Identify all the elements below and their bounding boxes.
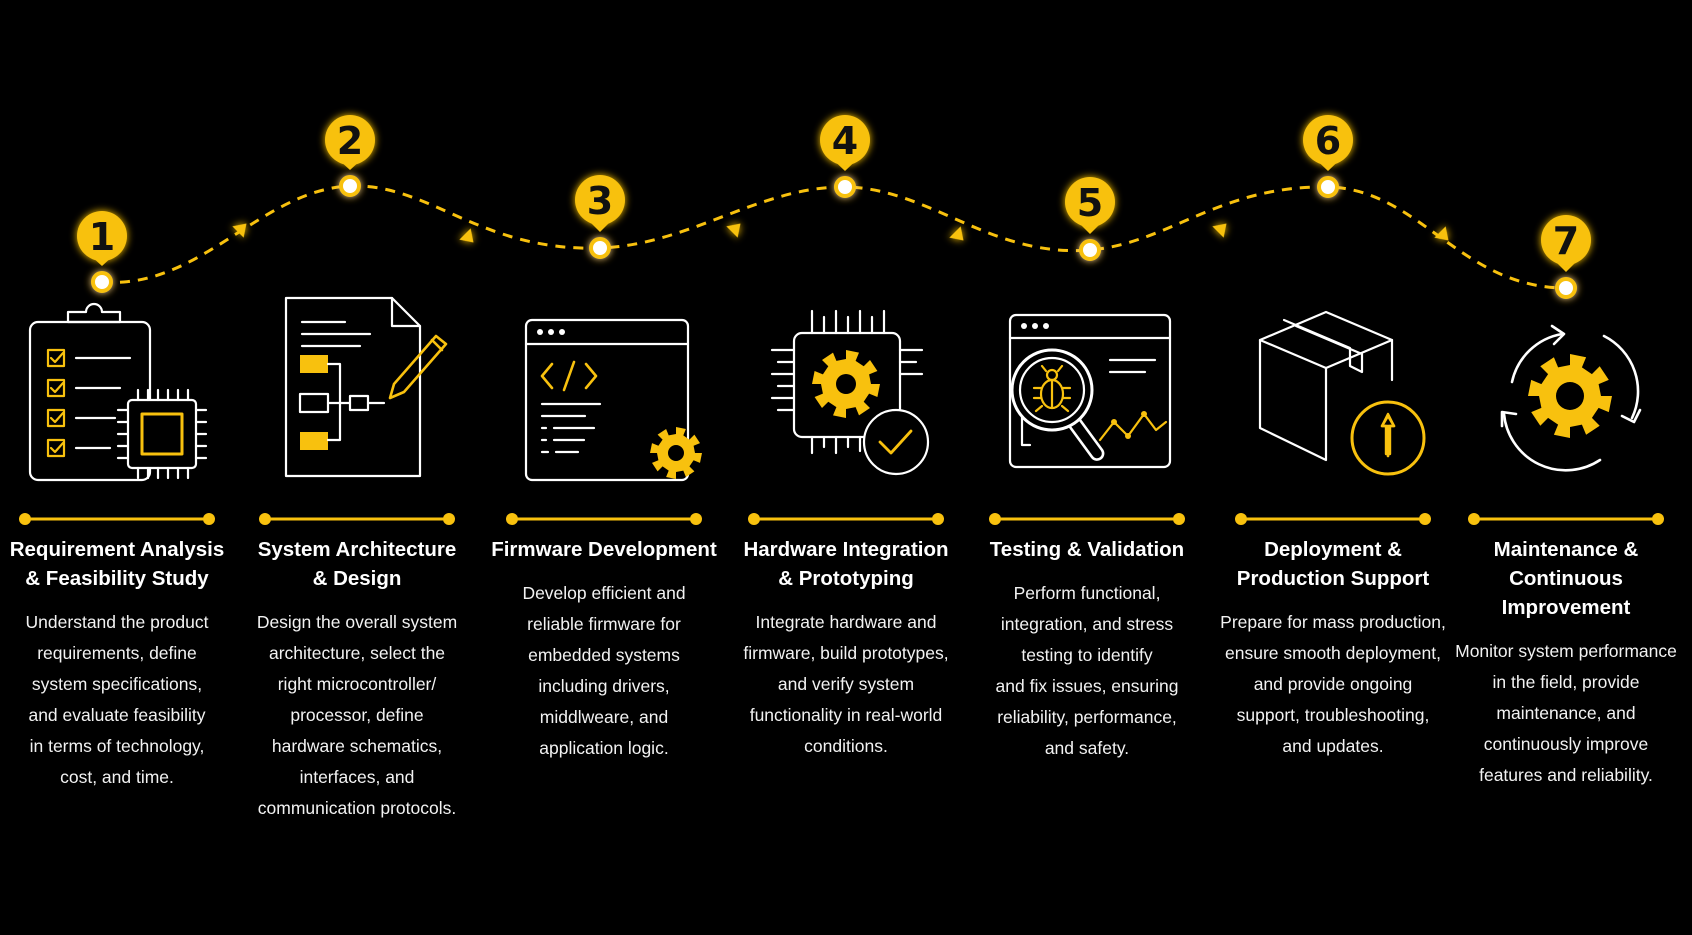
step-pin-2: 2 — [325, 115, 375, 197]
step-1-column: Requirement Analysis & Feasibility Study… — [2, 535, 232, 793]
pin-head — [820, 115, 870, 165]
cycle-gear-icon — [1500, 324, 1642, 472]
step-pin-1: 1 — [77, 211, 127, 293]
path-node — [91, 271, 113, 293]
step-description: Prepare for mass production, ensure smoo… — [1220, 612, 1446, 756]
pin-head — [325, 115, 375, 165]
step-title: Deployment & Production Support — [1236, 538, 1430, 590]
step-description: Monitor system performance in the field,… — [1455, 641, 1677, 785]
pin-head — [1065, 177, 1115, 227]
step-title: Firmware Development — [491, 538, 717, 561]
separator-line — [506, 513, 702, 525]
gear-icon — [1528, 354, 1612, 438]
path-node — [1317, 176, 1339, 198]
step-number: 1 — [89, 215, 115, 259]
arrow-icon — [726, 223, 741, 238]
step-number: 6 — [1315, 119, 1341, 163]
step-description: Design the overall system architecture, … — [256, 612, 458, 818]
path-node — [339, 175, 361, 197]
path-node — [1555, 277, 1577, 299]
step-pin-5: 5 — [1065, 177, 1115, 261]
step-title: Maintenance & Continuous Improvement — [1493, 538, 1639, 619]
step-title: Hardware Integration & Prototyping — [743, 538, 949, 590]
step-pin-6: 6 — [1303, 115, 1353, 198]
arrow-icon — [1434, 226, 1449, 241]
step-description: Develop efficient and reliable firmware … — [522, 583, 686, 758]
timeline-wave-path — [101, 184, 1567, 290]
bug-magnifier-icon — [1008, 313, 1172, 469]
step-number: 7 — [1553, 219, 1579, 263]
clipboard-chip-icon — [28, 302, 208, 482]
arrow-icon — [459, 228, 474, 243]
step-number: 5 — [1077, 181, 1103, 225]
step-pin-4: 4 — [820, 115, 870, 198]
step-number: 2 — [337, 119, 363, 163]
arrow-icon — [232, 223, 247, 238]
separator-line — [1235, 513, 1431, 525]
code-window-gear-icon — [524, 318, 690, 482]
pin-head — [575, 175, 625, 225]
step-description: Perform functional, integration, and str… — [995, 583, 1179, 758]
step-description: Integrate hardware and firmware, build p… — [743, 612, 949, 756]
arrow-icon — [949, 226, 964, 241]
separator-line — [989, 513, 1185, 525]
gear-icon — [812, 350, 880, 418]
path-node — [834, 176, 856, 198]
separator-line — [259, 513, 455, 525]
separator-lines — [19, 513, 1664, 525]
step-pin-7: 7 — [1541, 215, 1591, 299]
blueprint-pencil-icon — [284, 296, 448, 478]
step-title: System Architecture & Design — [257, 538, 457, 590]
step-pin-3: 3 — [575, 175, 625, 259]
box-upload-icon — [1258, 310, 1426, 476]
chip-gear-check-icon — [770, 309, 930, 476]
step-title: Testing & Validation — [989, 538, 1185, 561]
step-number: 4 — [832, 119, 858, 163]
step-number: 3 — [587, 179, 613, 223]
separator-line — [1468, 513, 1664, 525]
pin-head — [1303, 115, 1353, 165]
gear-icon — [650, 427, 702, 479]
path-node — [589, 237, 611, 259]
step-description: Understand the product requirements, def… — [25, 612, 209, 787]
pin-head — [1541, 215, 1591, 265]
step-title: Requirement Analysis & Feasibility Study — [9, 538, 225, 590]
pin-head — [77, 211, 127, 261]
separator-line — [19, 513, 215, 525]
arrow-icon — [1212, 223, 1227, 238]
path-node — [1079, 239, 1101, 261]
separator-line — [748, 513, 944, 525]
